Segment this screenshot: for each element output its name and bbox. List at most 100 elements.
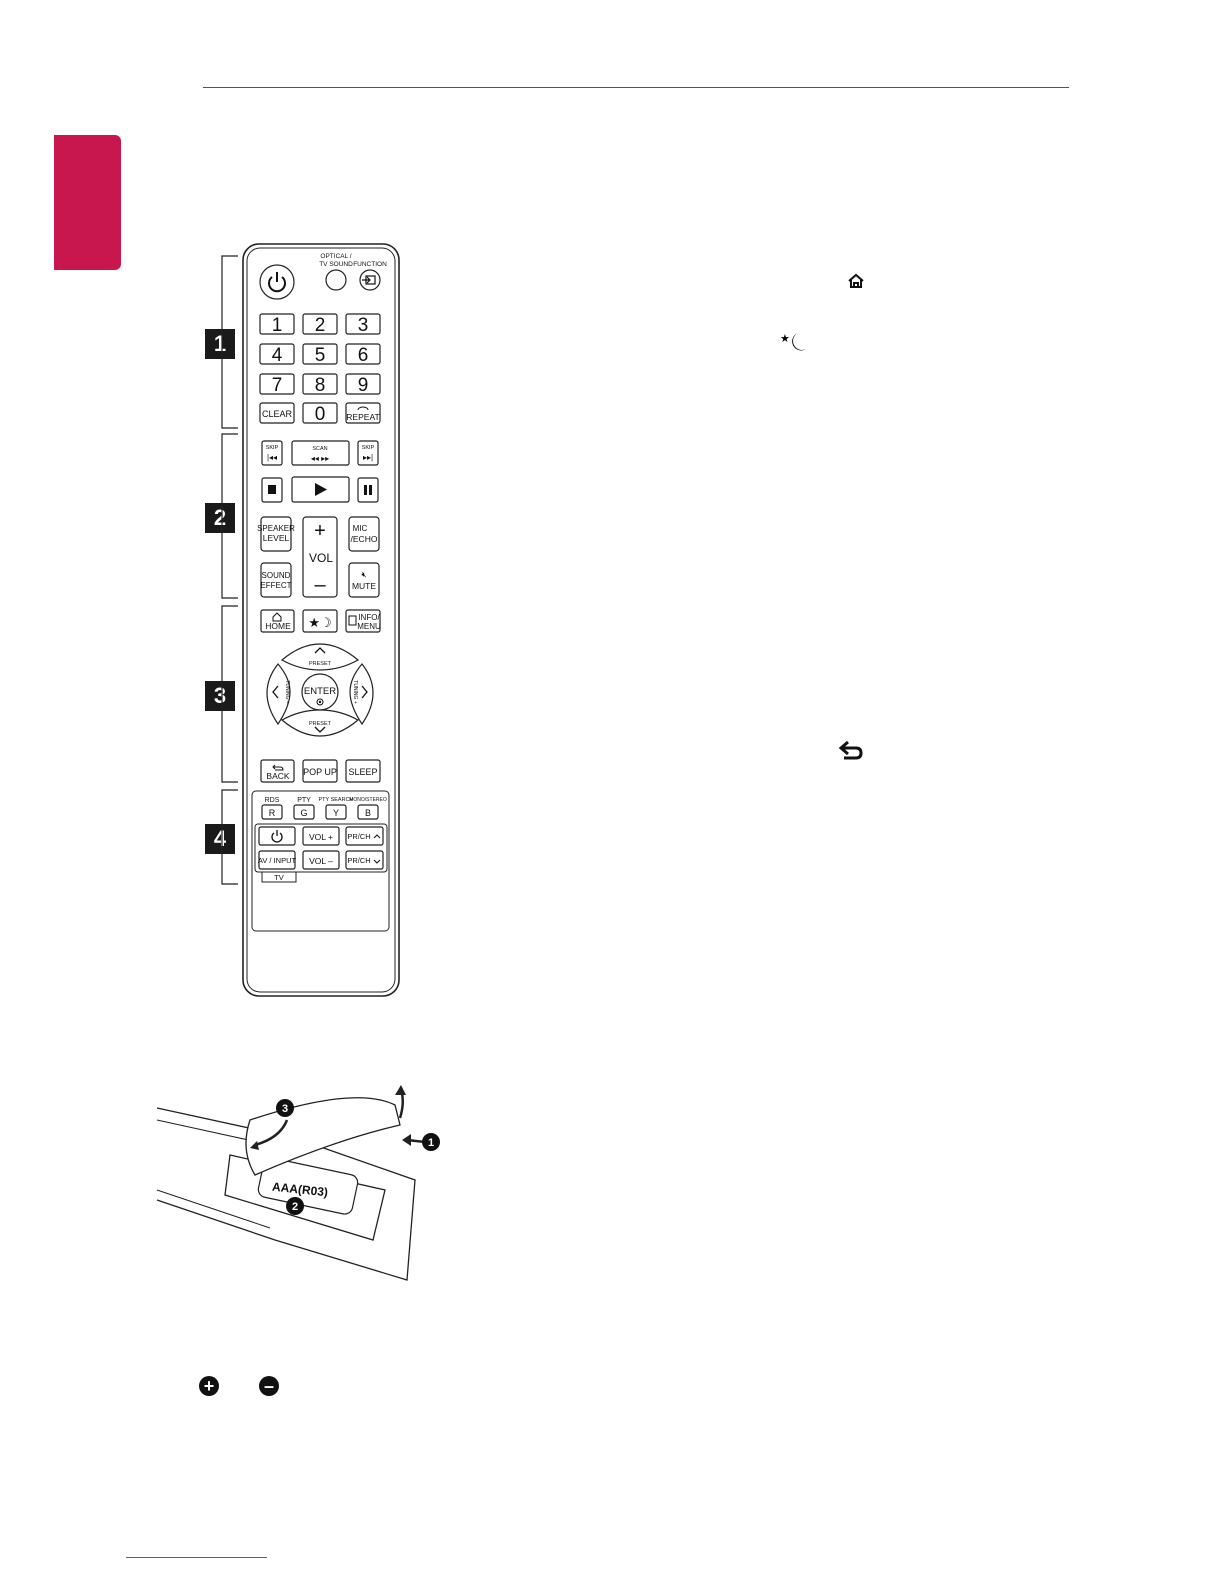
svg-text:ENTER: ENTER <box>304 686 336 697</box>
section-callout-3: 3 <box>205 681 235 711</box>
back-button <box>260 759 295 783</box>
info-icon <box>348 615 357 626</box>
tv-sound-label: TV SOUND <box>319 261 353 268</box>
av-input-button <box>258 850 296 870</box>
svg-text:MUTE: MUTE <box>352 581 376 591</box>
svg-text:SKIP: SKIP <box>362 445 375 451</box>
tv-power-icon <box>271 830 283 843</box>
step-1-marker <box>422 1133 440 1151</box>
repeat-button <box>345 402 381 424</box>
chevron-up-icon <box>373 834 381 839</box>
volume-label: VOL <box>309 551 333 565</box>
number-pad: 1 2 3 4 5 6 7 8 9 CLEAR 0 REPEAT <box>259 313 381 425</box>
volume-down-button: – <box>314 574 326 596</box>
scan-icon: ◂◂ ▸▸ <box>311 454 329 463</box>
play-icon <box>315 483 327 496</box>
volume-up-button: + <box>314 520 326 542</box>
pause-icon <box>364 485 372 495</box>
step-3-marker <box>276 1099 294 1117</box>
svg-text:BACK: BACK <box>266 771 289 781</box>
svg-text:INFO/: INFO/ <box>358 613 380 622</box>
svg-text:CLEAR: CLEAR <box>262 409 293 419</box>
section-callout-1: 1 <box>205 329 235 359</box>
svg-text:0: 0 <box>315 404 326 425</box>
battery-compartment-illustration: AAA(R03) 3 1 2 <box>155 1080 445 1285</box>
tuning-right-button <box>349 663 374 726</box>
scan-button <box>291 440 350 466</box>
optical-label: OPTICAL / <box>320 253 351 260</box>
svg-text:/ECHO: /ECHO <box>351 534 378 544</box>
svg-text:4: 4 <box>272 345 283 366</box>
svg-text:B: B <box>365 808 371 818</box>
back-arrow-icon <box>838 740 864 767</box>
svg-text:PRESET: PRESET <box>309 721 332 727</box>
color-key-r <box>261 804 283 820</box>
svg-text:REPEAT: REPEAT <box>346 412 379 422</box>
svg-text:TUNING –: TUNING – <box>284 680 290 704</box>
plus-polarity-icon: + <box>199 1376 219 1396</box>
svg-text:SCAN: SCAN <box>312 446 327 452</box>
color-key-y <box>325 804 347 820</box>
svg-text:9: 9 <box>358 375 369 396</box>
svg-text:8: 8 <box>315 375 326 396</box>
tv-volume-down-button <box>302 850 340 870</box>
digit-5-button <box>302 343 338 365</box>
tuning-left-button <box>266 663 291 726</box>
svg-text:VOL –: VOL – <box>309 856 333 866</box>
svg-text:6: 6 <box>358 345 369 366</box>
svg-text:MENU: MENU <box>357 622 381 631</box>
skip-back-icon: |◂◂ <box>267 453 277 462</box>
section-callout-4: 4 <box>205 824 235 854</box>
svg-text:2: 2 <box>315 315 326 336</box>
header-rule <box>203 87 1069 88</box>
section-brackets <box>221 255 238 885</box>
battery-type-label: AAA(R03) <box>271 1180 328 1200</box>
sound-effect-button <box>260 562 292 598</box>
svg-text:SKIP: SKIP <box>266 445 279 451</box>
clear-button <box>259 402 295 424</box>
tv-label: TV <box>274 873 284 882</box>
svg-text:SLEEP: SLEEP <box>348 767 377 777</box>
svg-text:TUNING +: TUNING + <box>352 680 358 704</box>
svg-text:PR/CH: PR/CH <box>347 856 370 865</box>
digit-7-button <box>259 373 295 395</box>
down-arrow-icon <box>314 726 326 733</box>
sleep-moon-icon: ★☽ <box>308 615 331 630</box>
left-arrow-icon <box>272 685 279 699</box>
popup-button <box>302 759 338 783</box>
repeat-icon <box>357 406 369 411</box>
right-arrow-icon <box>361 685 368 699</box>
digit-0-button <box>302 402 338 424</box>
svg-text:R: R <box>269 808 276 818</box>
minus-polarity-icon: – <box>259 1376 279 1396</box>
svg-text:SPEAKER: SPEAKER <box>257 524 295 533</box>
svg-text:PTY: PTY <box>297 797 311 804</box>
svg-text:7: 7 <box>272 375 283 396</box>
stop-icon <box>268 485 276 494</box>
tv-channel-up-button <box>345 826 384 846</box>
tv-channel-down-button <box>345 850 384 870</box>
function-label: FUNCTION <box>353 261 387 268</box>
footer-link-rule <box>126 1557 267 1558</box>
enter-button <box>301 673 339 711</box>
svg-text:MONO/STEREO: MONO/STEREO <box>349 797 387 803</box>
mute-icon: 🔇︎ <box>361 570 366 579</box>
optical-tv-sound-button <box>325 269 347 291</box>
digit-1-button <box>259 313 295 335</box>
svg-text:G: G <box>300 808 307 818</box>
svg-text:POP UP: POP UP <box>303 767 337 777</box>
svg-text:5: 5 <box>315 345 326 366</box>
step-2-marker <box>286 1197 304 1215</box>
svg-text:3: 3 <box>282 1103 288 1115</box>
svg-text:PRESET: PRESET <box>309 661 332 667</box>
svg-text:2: 2 <box>292 1201 298 1213</box>
mute-button <box>348 562 380 598</box>
svg-text:3: 3 <box>358 315 369 336</box>
back-arrow-icon <box>272 764 284 771</box>
remote-control-illustration: OPTICAL / TV SOUND FUNCTION 1 2 3 4 5 6 … <box>200 236 410 1000</box>
speaker-level-button <box>260 516 292 552</box>
svg-text:VOL +: VOL + <box>309 832 333 842</box>
tv-control-group <box>254 823 388 873</box>
chevron-down-icon <box>373 859 381 864</box>
battery-cover <box>245 1097 401 1176</box>
